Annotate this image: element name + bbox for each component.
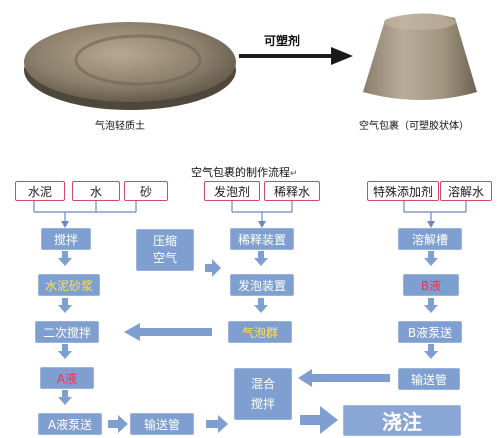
input-dissolve-water: 溶解水 (440, 181, 492, 201)
step-cement-mortar: 水泥砂浆 (38, 274, 100, 296)
step-mixing: 搅拌 (41, 228, 91, 250)
step-a-liquid: A液 (40, 367, 94, 389)
step-a-pump: A液泵送 (38, 413, 102, 435)
step-foam-device: 发泡装置 (230, 274, 294, 296)
input-water: 水 (72, 181, 120, 201)
step-dissolve-tank: 溶解槽 (398, 228, 462, 250)
step-secondary-mixing: 二次搅拌 (35, 321, 99, 343)
flow-title-text: 空气包裹的制作流程 (191, 166, 290, 179)
input-cement: 水泥 (15, 181, 65, 201)
air-wrap-caption: 空气包裹（可塑胶状体） (359, 121, 469, 132)
step-dilution-device: 稀释装置 (230, 228, 294, 250)
input-foam-agent: 发泡剂 (204, 181, 260, 201)
step-b-pump: B液泵送 (398, 321, 462, 343)
foam-lightweight-soil-photo (24, 22, 236, 110)
step-delivery-pipe-left: 输送管 (130, 413, 194, 435)
step-mix-stir-label: 混合搅拌 (250, 377, 275, 411)
flow-title-mark: ↵ (290, 169, 298, 179)
step-pouring: 浇注 (343, 405, 461, 436)
flow-title: 空气包裹的制作流程↵ (191, 164, 298, 180)
step-compressed-air: 压缩空气 (136, 229, 194, 271)
step-delivery-pipe-right: 输送管 (398, 368, 460, 390)
step-b-liquid: B液 (403, 274, 459, 296)
step-mix-stir: 混合搅拌 (234, 368, 292, 420)
foam-lightweight-soil-caption: 气泡轻质土 (95, 121, 145, 132)
input-sand: 砂 (124, 181, 168, 201)
step-bubble-group: 气泡群 (228, 321, 292, 343)
step-compressed-air-label: 压缩空气 (152, 234, 177, 265)
plasticizer-label: 可塑剂 (264, 34, 301, 48)
plasticizer-arrow (239, 47, 353, 65)
input-dilution-water: 稀释水 (264, 181, 320, 201)
air-wrap-putty-photo (363, 13, 477, 101)
input-special-additive: 特殊添加剂 (367, 181, 439, 201)
